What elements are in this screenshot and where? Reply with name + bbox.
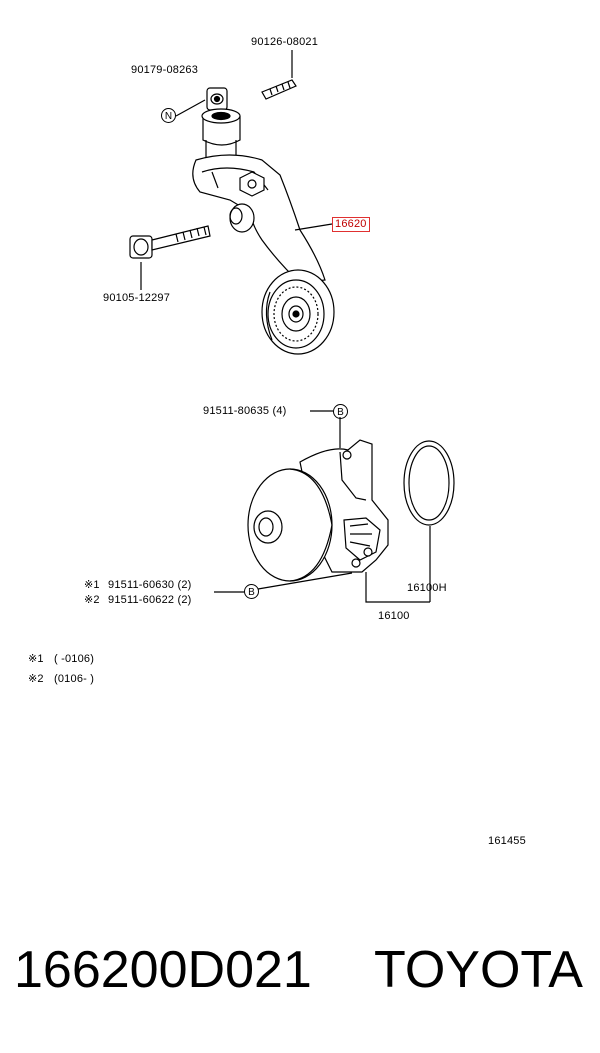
note-2-range: (0106- ) (54, 673, 95, 685)
gasket-drawing (403, 440, 455, 526)
bolt-top-marker: B (333, 404, 348, 419)
bolt-bottom-leader2 (257, 572, 353, 590)
bolt-part-number: 90105-12297 (103, 292, 171, 304)
pump-bolt-note2-part-number: 91511-60622 (2) (108, 594, 192, 606)
figure-number: 161455 (488, 835, 526, 847)
stud-part-number: 90126-08021 (251, 36, 319, 48)
pump-bolt-note1-mark: ※1 (84, 579, 100, 591)
pump-bolt-top-part-number: 91511-80635 (4) (203, 405, 287, 417)
nut-part-number: 90179-08263 (131, 64, 199, 76)
gasket-part-number: 16100H (407, 582, 447, 594)
pulley-drawing (261, 269, 335, 355)
note-1-range: ( -0106) (54, 653, 95, 665)
tensioner-arm-drawing (192, 154, 326, 284)
pump-part-number: 16100 (378, 610, 410, 622)
bolt-bottom-marker: B (244, 584, 259, 599)
bolt-drawing (129, 225, 211, 259)
nut-marker: N (161, 108, 176, 123)
footer-brand: TOYOTA (374, 941, 583, 999)
stud-drawing (261, 79, 297, 100)
tensioner-assembly (129, 50, 335, 355)
pump-pulley-drawing (247, 468, 333, 582)
nut-drawing (206, 87, 228, 111)
tensioner-leader (294, 223, 333, 231)
pump-bolt-note2-mark: ※2 (84, 594, 100, 606)
note-2-mark: ※2 (28, 673, 44, 685)
note-1-mark: ※1 (28, 653, 44, 665)
pump-leader (365, 572, 430, 603)
damper-drawing (201, 108, 241, 166)
pump-bolt-note1-part-number: 91511-60630 (2) (108, 579, 192, 591)
footer-part-number: 166200D021 (14, 941, 312, 999)
nut-leader (175, 99, 206, 117)
tensioner-part-number[interactable]: 16620 (332, 217, 370, 232)
water-pump-assembly (214, 410, 455, 603)
